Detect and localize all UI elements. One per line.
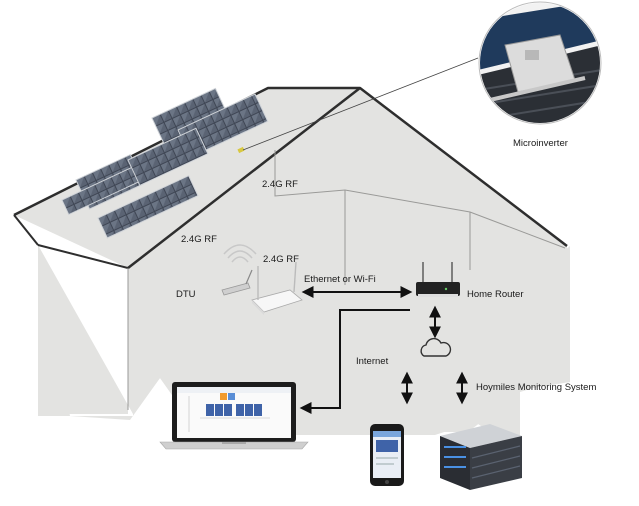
wifi-icon bbox=[223, 244, 257, 263]
roof-eave-left bbox=[13, 214, 39, 246]
dtu-icon bbox=[221, 269, 253, 296]
dtu-label: DTU bbox=[176, 289, 196, 300]
server-icon bbox=[440, 424, 522, 490]
rf-label-left: 2.4G RF bbox=[181, 234, 217, 245]
smartphone-icon bbox=[370, 424, 404, 486]
microinverter-label: Microinverter bbox=[513, 138, 568, 149]
roof-ridge-edge bbox=[127, 87, 361, 269]
rf-label-dtu: 2.4G RF bbox=[263, 254, 299, 265]
home-router-icon bbox=[416, 262, 460, 297]
microinverter-icon bbox=[478, 1, 602, 125]
gable-face bbox=[128, 88, 567, 378]
monitoring-label: Hoymiles Monitoring System bbox=[476, 382, 596, 393]
cloud-icon bbox=[420, 337, 452, 357]
router-icon bbox=[251, 261, 303, 315]
solar-panel-icon bbox=[61, 87, 269, 239]
home-router-label: Home Router bbox=[467, 289, 524, 300]
roof-eave-bottom bbox=[37, 244, 129, 269]
rf-label-top: 2.4G RF bbox=[262, 179, 298, 190]
ethernet-label: Ethernet or Wi-Fi bbox=[304, 274, 376, 285]
internet-label: Internet bbox=[356, 356, 389, 367]
leader-line bbox=[242, 57, 479, 151]
roof-outline bbox=[13, 86, 568, 247]
router-laptop-line bbox=[299, 309, 410, 414]
laptop-icon bbox=[159, 382, 309, 450]
